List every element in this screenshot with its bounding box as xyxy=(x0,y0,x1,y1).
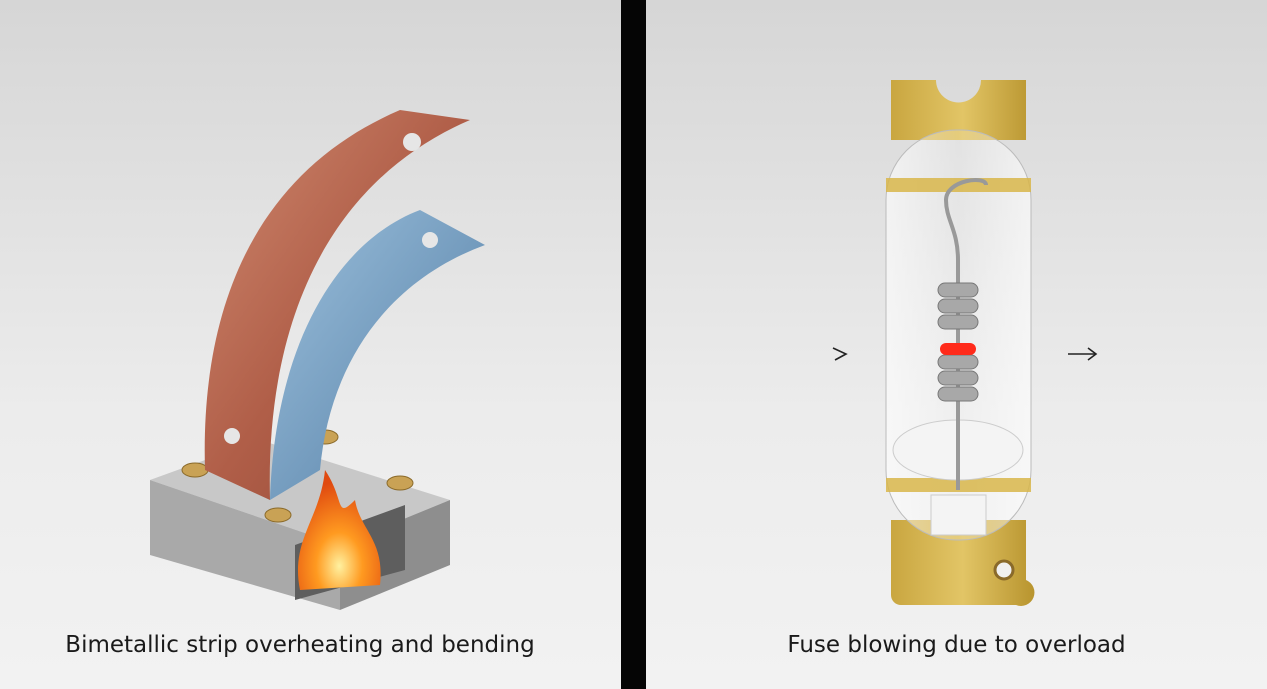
fuse-wire xyxy=(943,178,988,490)
panel-divider xyxy=(621,0,646,689)
copper-strip xyxy=(204,110,470,500)
steel-strip xyxy=(270,210,485,500)
fuse-panel: Fuse blowing due to overload xyxy=(646,0,1267,689)
arrow-in-icon xyxy=(832,347,848,361)
brass-frame xyxy=(891,80,1035,606)
fuse-illustration xyxy=(832,80,1098,606)
hot-spot xyxy=(940,343,976,355)
bimetallic-strip-panel: Bimetallic strip overheating and bending xyxy=(0,0,621,689)
right-caption: Fuse blowing due to overload xyxy=(787,632,1126,658)
bimetallic-strip-illustration xyxy=(150,110,485,610)
flame xyxy=(297,470,381,590)
left-caption: Bimetallic strip overheating and bending xyxy=(65,632,535,658)
wire-coils xyxy=(937,282,979,402)
arrow-out-icon xyxy=(1068,347,1098,361)
